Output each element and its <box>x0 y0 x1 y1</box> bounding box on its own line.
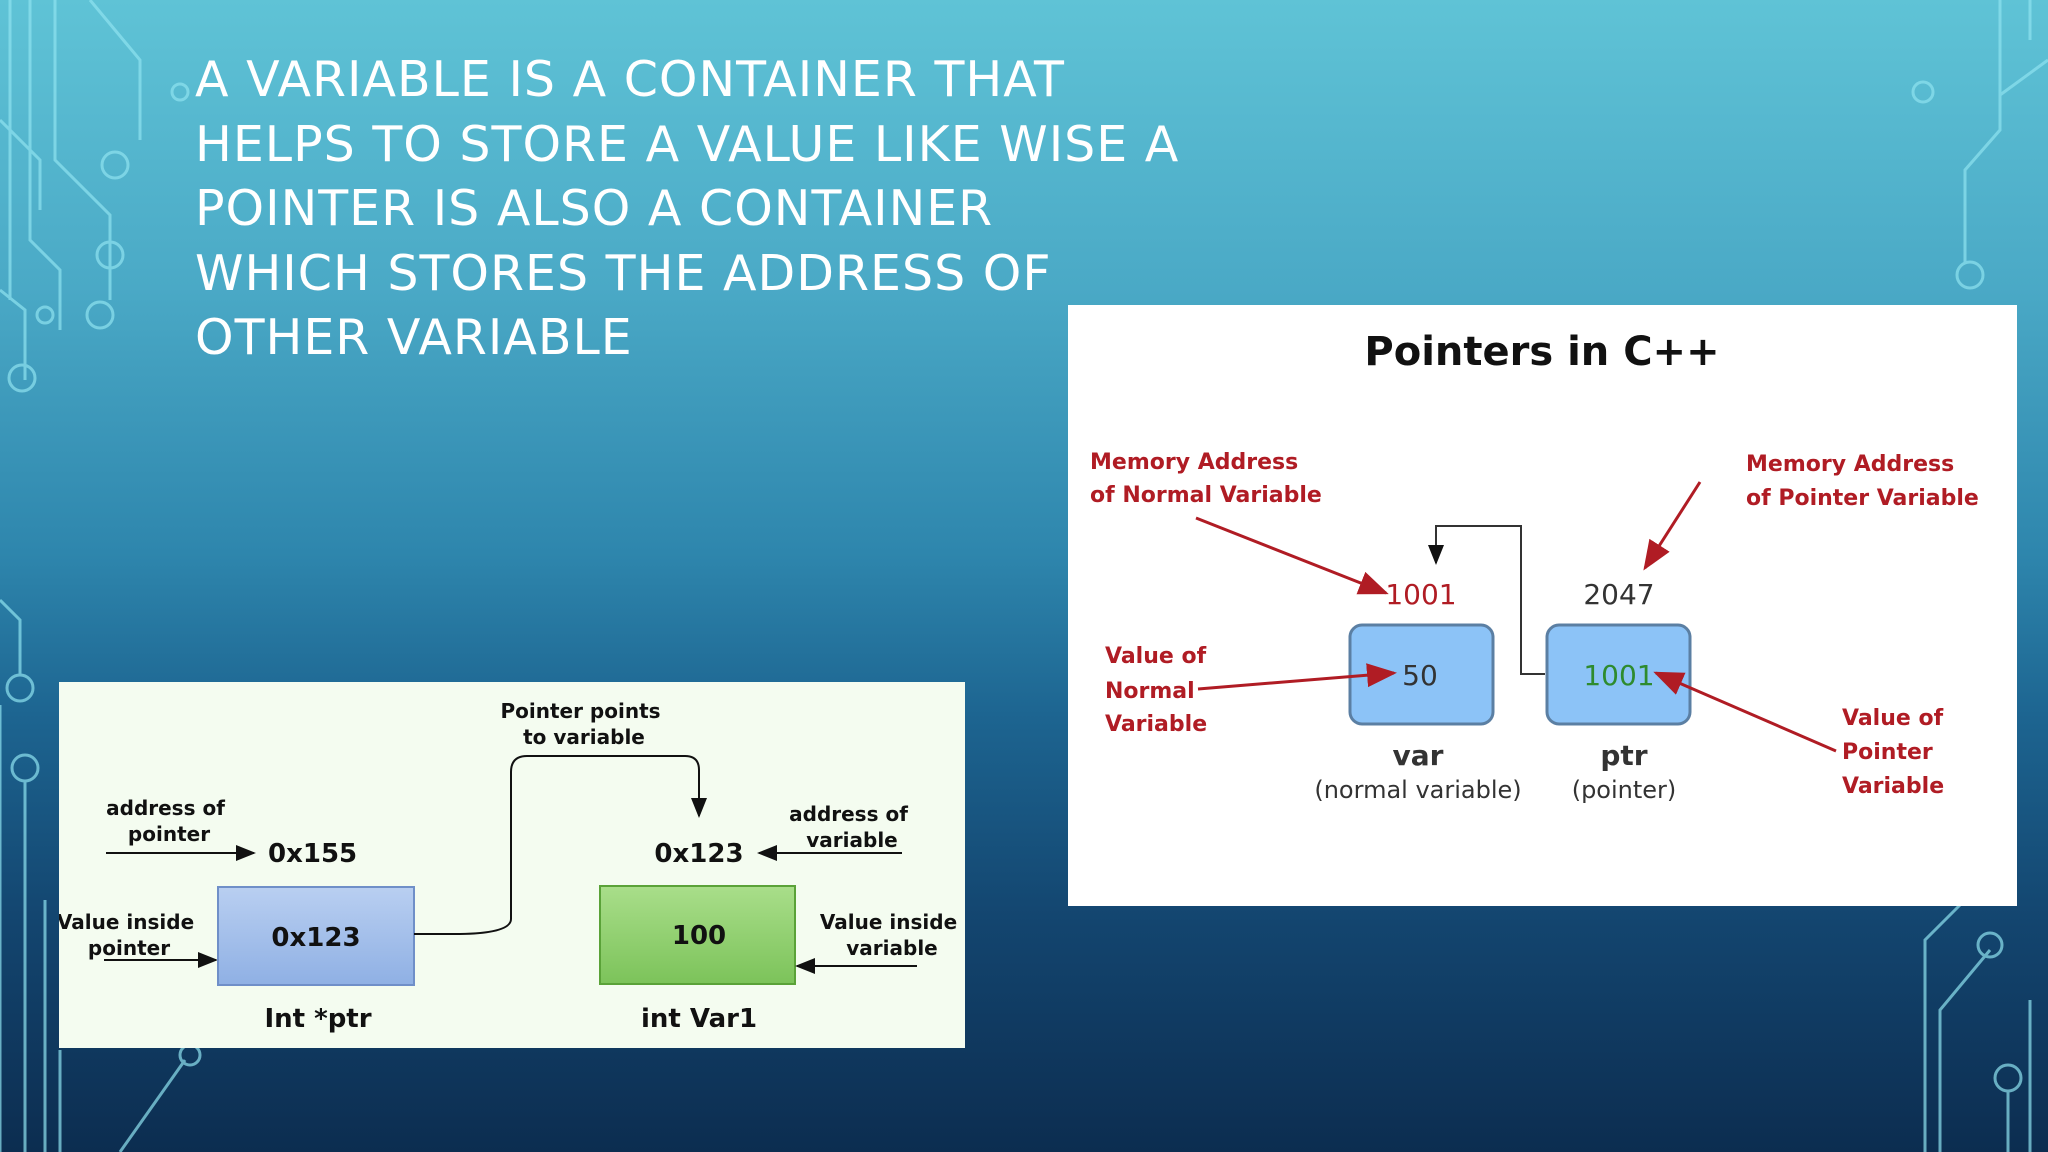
address-of-pointer-label: address of pointer <box>106 796 232 846</box>
var-value: 50 <box>1402 659 1438 692</box>
var-address: 1001 <box>1385 578 1456 611</box>
memory-address-pointer-label: Memory Address of Pointer Variable <box>1746 452 1979 511</box>
var-name: var <box>1393 739 1444 772</box>
value-pointer-arrow <box>1653 671 1837 753</box>
ptr-box <box>1545 623 1692 726</box>
pointer-points-label: Pointer points to variable <box>500 699 667 749</box>
memory-address-pointer-arrow <box>1643 481 1702 571</box>
title-line-1: A VARIABLE IS A CONTAINER THAT <box>195 51 1065 108</box>
pointer-box <box>217 886 415 986</box>
title-line-5: OTHER VARIABLE <box>195 309 633 366</box>
pointer-name: Int *ptr <box>264 1004 371 1034</box>
variable-box-value: 100 <box>672 921 726 951</box>
diagram-title: Pointers in C++ <box>1364 329 1719 375</box>
address-of-variable-label: address of variable <box>789 802 915 852</box>
value-pointer-label: Value of Pointer Variable <box>1842 706 1951 799</box>
title-line-4: WHICH STORES THE ADDRESS OF <box>195 244 1052 302</box>
pointer-box-value: 0x123 <box>271 923 360 953</box>
pointer-points-line-2: to variable <box>523 725 645 749</box>
ptr-value: 1001 <box>1583 659 1654 692</box>
slide-title: A VARIABLE IS A CONTAINER THAT HELPS TO … <box>195 48 1195 371</box>
pointer-address: 0x155 <box>268 839 357 869</box>
pointer-link-arrow <box>414 755 707 935</box>
variable-name: int Var1 <box>641 1004 757 1034</box>
variable-box <box>599 885 796 985</box>
pointer-memory-diagram: Pointer points to variable address of po… <box>59 682 965 1048</box>
value-inside-variable-label: Value inside variable <box>820 910 964 960</box>
pointer-points-line-1: Pointer points <box>500 699 660 723</box>
ptr-address: 2047 <box>1583 578 1654 611</box>
title-line-3: POINTER IS ALSO A CONTAINER <box>195 180 994 237</box>
pointers-in-cpp-diagram: Pointers in C++ Memory Address of Normal… <box>1068 305 2017 906</box>
title-line-2: HELPS TO STORE A VALUE LIKE WISE A <box>195 115 1180 173</box>
memory-address-normal-label: Memory Address of Normal Variable <box>1090 450 1322 508</box>
ptr-name: ptr <box>1600 739 1647 772</box>
value-inside-pointer-label: Value inside pointer <box>59 910 201 960</box>
ptr-desc: (pointer) <box>1572 776 1677 804</box>
variable-address: 0x123 <box>654 839 743 869</box>
var-desc: (normal variable) <box>1314 776 1521 804</box>
var-box <box>1348 623 1495 726</box>
memory-address-normal-arrow <box>1195 516 1389 595</box>
value-normal-arrow <box>1197 663 1397 691</box>
value-normal-label: Value of Normal Variable <box>1105 644 1214 737</box>
